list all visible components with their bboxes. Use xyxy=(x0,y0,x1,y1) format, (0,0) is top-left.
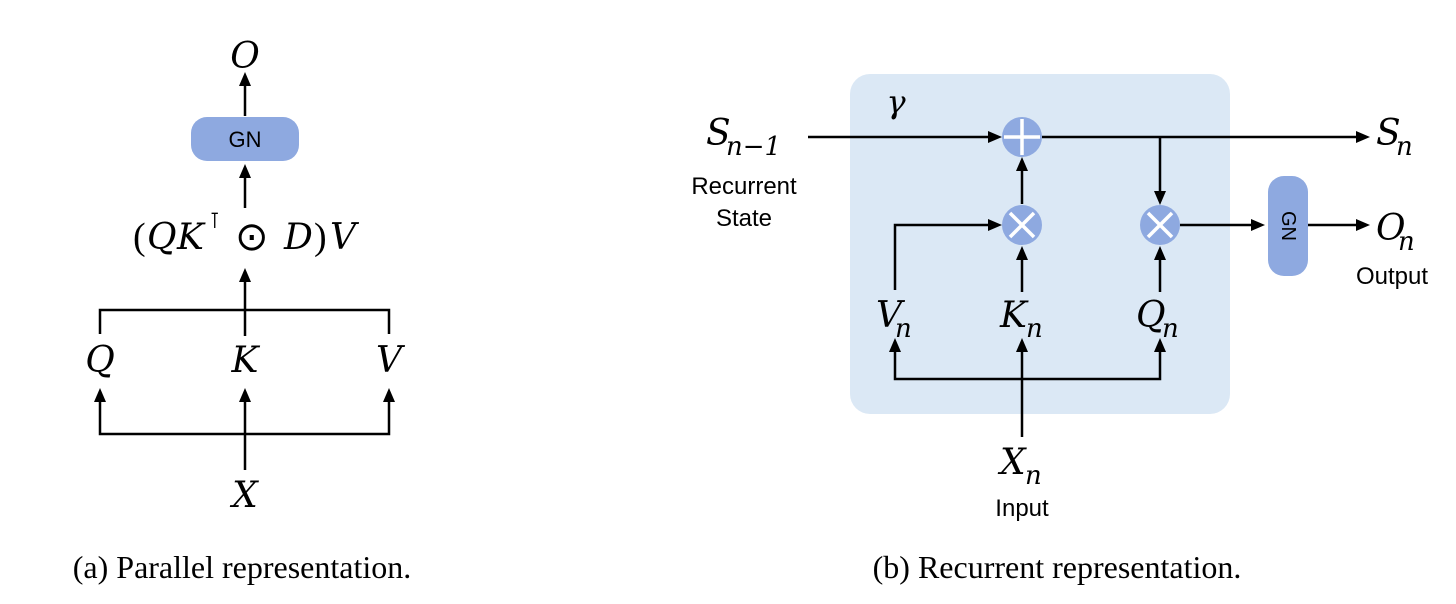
parallel-q-label: Q xyxy=(85,340,115,381)
parallel-gn-label: GN xyxy=(229,127,262,152)
v-sub: n xyxy=(895,314,912,344)
parallel-caption: (a) Parallel representation. xyxy=(73,549,412,585)
arrowhead xyxy=(1356,131,1370,143)
formula-v: V xyxy=(330,217,360,258)
formula-k: K xyxy=(176,217,206,258)
parallel-output-label: O xyxy=(230,36,260,77)
arrowhead xyxy=(1154,191,1166,205)
arrowhead xyxy=(1016,338,1028,352)
parallel-input-label: X xyxy=(229,475,259,516)
formula-transpose: ⊺ xyxy=(209,208,220,233)
arrow-v-to-kv-mul xyxy=(893,223,990,290)
arrowhead xyxy=(239,268,251,282)
arrowhead xyxy=(1016,157,1028,171)
parallel-v-label: V xyxy=(376,340,406,381)
formula-q: Q xyxy=(147,217,177,258)
arrowhead xyxy=(1154,338,1166,352)
input-symbol: X n xyxy=(997,442,1042,491)
arrowhead xyxy=(988,131,1002,143)
input-base: X xyxy=(997,442,1027,483)
state-in-sub: n−1 xyxy=(726,132,781,162)
multiply-icon xyxy=(1008,211,1036,239)
formula-open-paren: ( xyxy=(133,216,146,258)
state-out-sub: n xyxy=(1396,132,1413,162)
state-out-symbol: S n xyxy=(1376,113,1413,162)
arrowhead xyxy=(1016,246,1028,260)
retention-formula: ( Q K ⊺ ⊙ D ) V xyxy=(133,208,360,259)
output-base: O xyxy=(1376,208,1406,249)
input-label: Input xyxy=(995,495,1049,522)
arrowhead xyxy=(94,388,106,402)
recurrent-cell-panel xyxy=(850,74,1230,414)
k-base: K xyxy=(999,295,1029,336)
v-symbol: V n xyxy=(876,295,912,344)
q-sub: n xyxy=(1162,314,1179,344)
recurrent-caption: (b) Recurrent representation. xyxy=(873,549,1242,585)
recurrent-gn-label: GN xyxy=(1277,211,1299,241)
arrowhead xyxy=(889,338,901,352)
recurrent-state-label-line1: Recurrent xyxy=(691,173,797,200)
q-symbol: Q n xyxy=(1136,295,1179,344)
recurrent-diagram: γ S n−1 Recurrent State S n xyxy=(691,74,1428,585)
gamma-label: γ xyxy=(886,83,906,121)
state-in-base: S xyxy=(706,113,731,154)
state-in-symbol: S n−1 xyxy=(706,113,781,162)
output-sub: n xyxy=(1398,227,1415,257)
parallel-diagram: O GN ( Q K ⊺ ⊙ D ) V Q K V xyxy=(73,36,412,585)
formula-close-paren: ) xyxy=(314,216,327,258)
arrowhead xyxy=(239,72,251,86)
recurrent-state-label-line2: State xyxy=(716,205,772,232)
arrowhead xyxy=(1154,246,1166,260)
formula-d: D xyxy=(283,217,313,258)
parallel-gn-box xyxy=(191,117,299,161)
arrowhead xyxy=(239,388,251,402)
output-symbol: O n xyxy=(1376,208,1415,257)
output-label: Output xyxy=(1356,263,1428,290)
x-bottom-bracket xyxy=(893,350,1162,381)
parallel-k-label: K xyxy=(231,340,261,381)
arrowhead xyxy=(988,219,1002,231)
arrowhead xyxy=(1356,219,1370,231)
arrowhead xyxy=(239,164,251,178)
arrowhead xyxy=(1251,219,1265,231)
q-base: Q xyxy=(1136,295,1166,336)
formula-odot: ⊙ xyxy=(235,214,269,259)
arrowhead xyxy=(383,388,395,402)
k-symbol: K n xyxy=(999,295,1043,344)
k-sub: n xyxy=(1026,314,1043,344)
state-out-base: S xyxy=(1376,113,1401,154)
multiply-icon xyxy=(1146,211,1174,239)
v-base: V xyxy=(876,295,906,336)
recurrent-gn-box xyxy=(1268,176,1308,276)
input-sub: n xyxy=(1025,461,1042,491)
